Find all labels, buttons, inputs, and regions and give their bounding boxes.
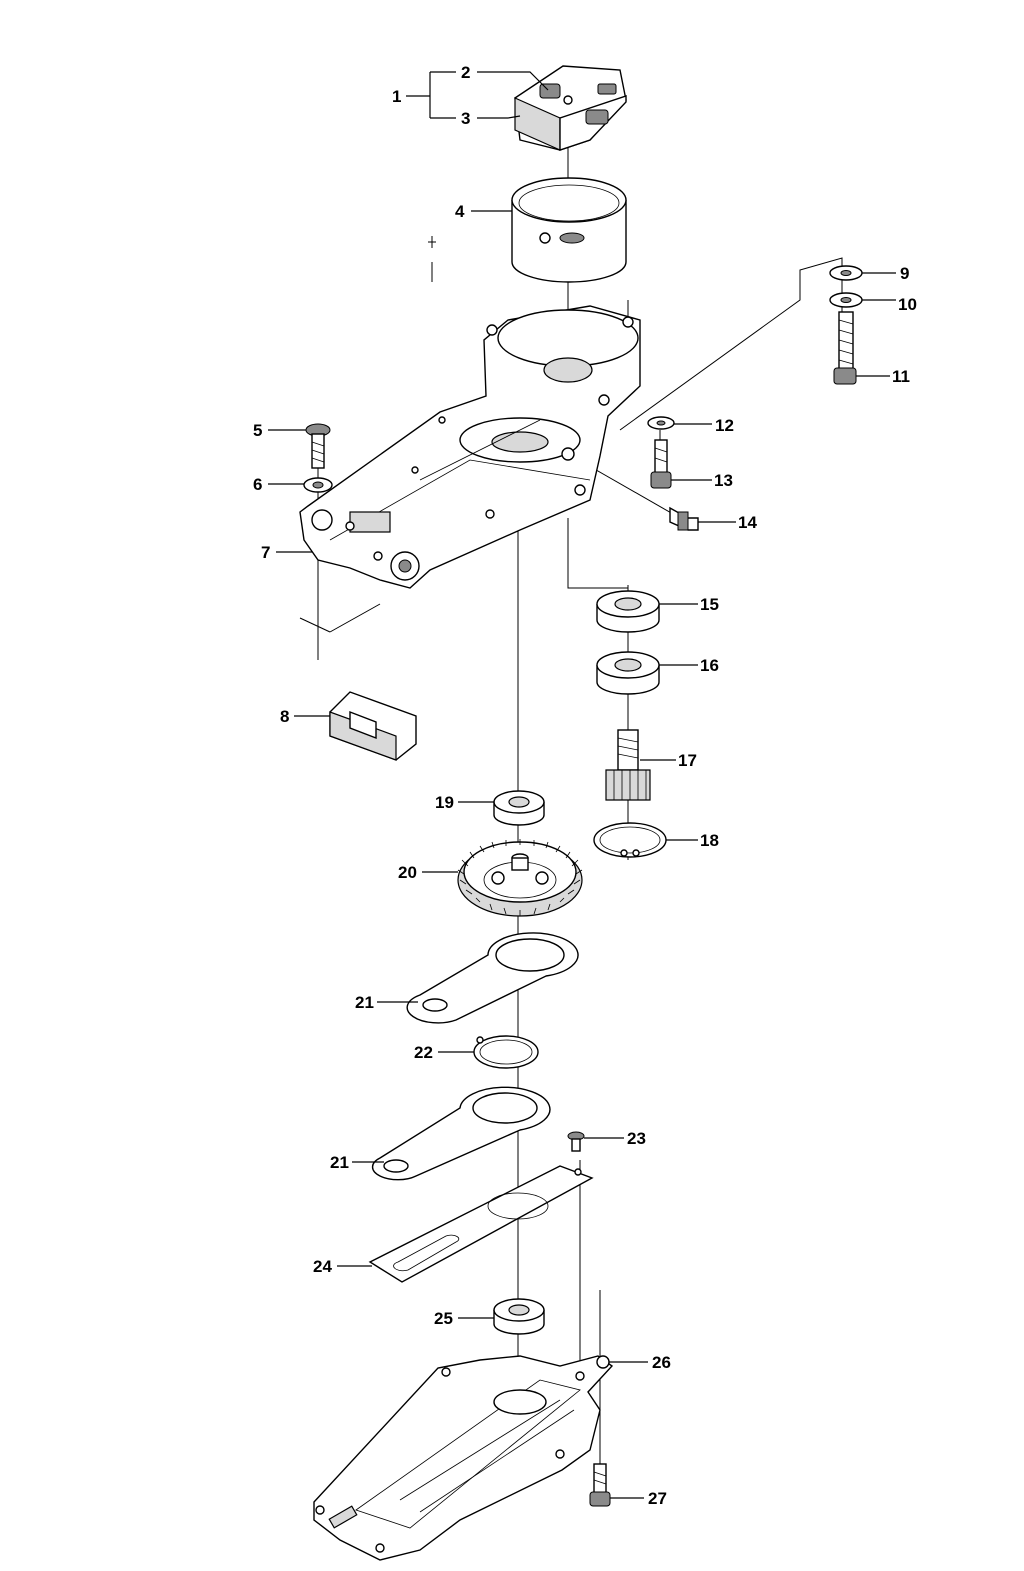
callout-25: 25 [434,1309,453,1328]
callout-7: 7 [261,543,270,562]
circlip-lower [473,1035,539,1069]
washers-and-bolt-right [829,265,863,385]
small-screw [567,1131,585,1152]
rubber-block [329,691,417,761]
callout-labels: 1 2 3 4 5 6 7 8 9 10 11 12 13 14 15 16 1… [253,63,917,1508]
callout-12: 12 [715,416,734,435]
cover-plate [313,1355,614,1561]
clutch-assembly [514,65,627,151]
callout-11: 11 [892,367,910,386]
callout-14: 14 [738,513,757,532]
callout-26: 26 [652,1353,671,1372]
callout-8: 8 [280,707,289,726]
callout-3: 3 [461,109,470,128]
leader-lines [268,71,896,1499]
callout-9: 9 [900,264,909,283]
callout-2: 2 [461,63,470,82]
callout-18: 18 [700,831,719,850]
callout-27: 27 [648,1489,667,1508]
callout-23: 23 [627,1129,646,1148]
callout-15: 15 [700,595,719,614]
guide-plate [368,1165,594,1283]
callout-6: 6 [253,475,262,494]
callout-24: 24 [313,1257,332,1276]
callout-17: 17 [678,751,697,770]
pinion-gear [605,729,651,801]
callout-4: 4 [455,202,465,221]
bottom-bolt [589,1463,611,1507]
bearings-upper [596,590,660,695]
callout-1: 1 [392,87,401,106]
connecting-rod-lower [371,1086,551,1181]
callout-13: 13 [714,471,733,490]
callout-16: 16 [700,656,719,675]
callout-19: 19 [435,793,454,812]
clutch-drum [511,177,627,283]
callout-21-lower: 21 [330,1153,349,1172]
screw-and-washer-left [303,423,333,493]
callout-5: 5 [253,421,262,440]
callout-21-upper: 21 [355,993,374,1012]
gear-teeth [457,839,583,916]
gear-housing [299,305,641,589]
circlip-upper [593,822,667,858]
connecting-rod-upper [406,932,579,1024]
washer-bolt-nipple [647,416,699,531]
callout-10: 10 [898,295,917,314]
bearing-19 [493,790,545,826]
callout-20: 20 [398,863,417,882]
callout-22: 22 [414,1043,433,1062]
bearing-25 [493,1298,545,1335]
crown-gear [457,839,583,917]
